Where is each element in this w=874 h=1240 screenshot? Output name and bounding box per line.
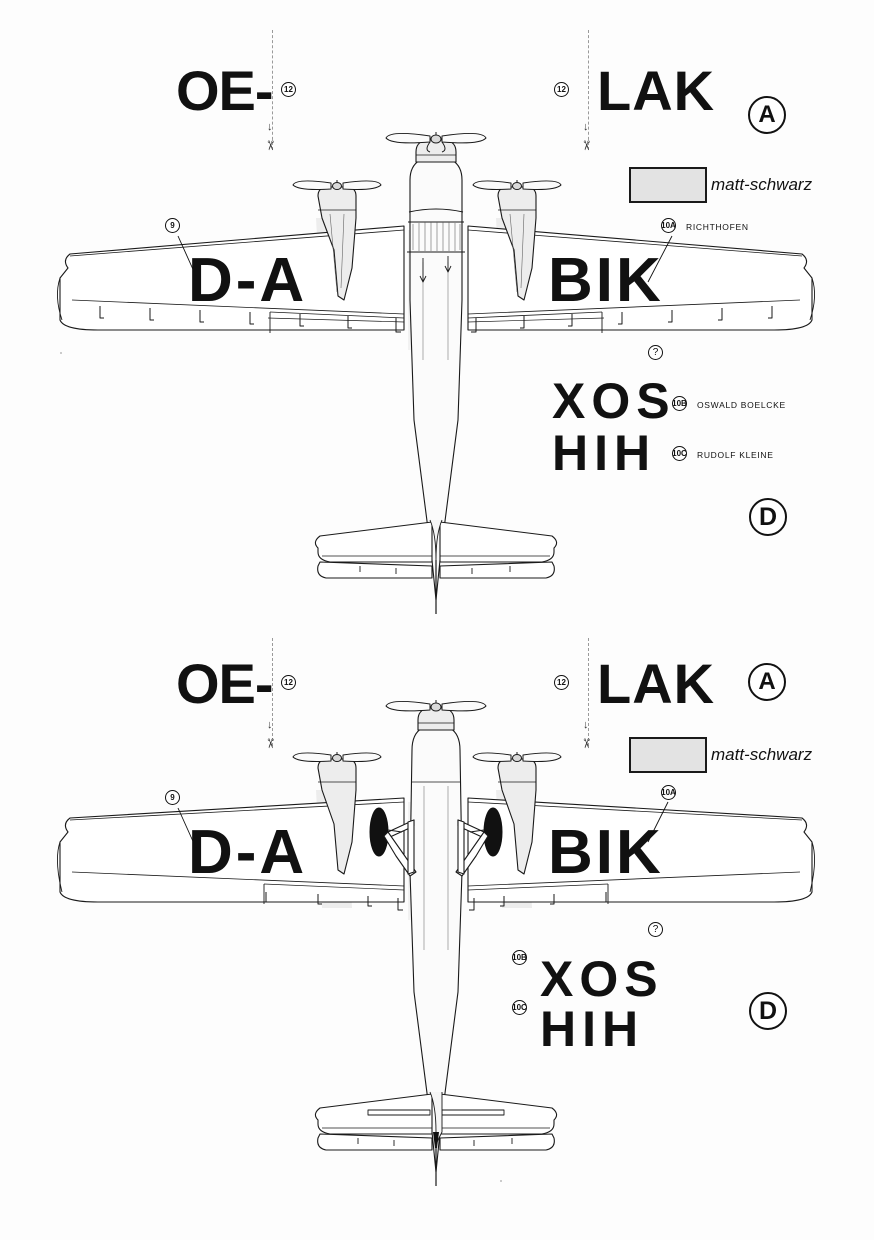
aircraft-bottom-view	[57, 700, 815, 1186]
view-bottom-panel: ↓ ✂ ↓ ✂ OE- 12 12 LAK A matt-schwarz	[0, 620, 874, 1240]
alt-code-line-1: XOS	[552, 373, 676, 429]
cut-arrow-left: ↓	[267, 121, 273, 133]
print-speck	[60, 352, 62, 354]
callout-12-right: 12	[554, 82, 569, 97]
wing-registration-right: BIK	[548, 246, 664, 315]
cut-arrow-right-2: ↓	[583, 719, 589, 731]
alt-code-line-1-2: XOS	[540, 951, 664, 1007]
callout-question-2: ?	[648, 922, 663, 937]
registration-prefix-left-2: OE-	[176, 652, 274, 715]
callout-9-2: 9	[165, 790, 180, 805]
color-swatch	[629, 167, 707, 203]
view-badge-a-2: A	[748, 663, 786, 701]
color-swatch-2	[629, 737, 707, 773]
registration-suffix-right: LAK	[597, 59, 716, 122]
alt-code-line-2: HIH	[552, 425, 657, 481]
cut-line-left-2	[272, 638, 273, 746]
callout-question: ?	[648, 345, 663, 360]
callout-9: 9	[165, 218, 180, 233]
view-top-panel: ↓ ✂ ↓ ✂ OE- 12 12 LAK A matt-schwarz	[57, 30, 815, 614]
callout-10a: 10A	[661, 218, 676, 233]
view-badge-d-2: D	[749, 992, 787, 1030]
registration-suffix-right-2: LAK	[597, 652, 716, 715]
callout-12-left: 12	[281, 82, 296, 97]
callout-10b: 10B	[672, 396, 687, 411]
color-swatch-label: matt-schwarz	[711, 175, 813, 194]
callout-10b-2: 10B	[512, 950, 527, 965]
cut-arrow-left-2: ↓	[267, 719, 273, 731]
view-badge-d: D	[749, 498, 787, 536]
annotation-oswald-boelcke: OSWALD BOELCKE	[697, 400, 786, 410]
annotation-rudolf-kleine: RUDOLF KLEINE	[697, 450, 774, 460]
callout-10c: 10C	[672, 446, 687, 461]
wing-registration-right-2: BIK	[548, 818, 664, 887]
callout-12-right-2: 12	[554, 675, 569, 690]
callout-10a-2: 10A	[661, 785, 676, 800]
cut-line-right-2	[588, 638, 589, 746]
cut-line-left	[272, 30, 273, 150]
annotation-richthofen: RICHTHOFEN	[686, 222, 749, 232]
aircraft-top-view	[57, 132, 815, 614]
color-swatch-label-2: matt-schwarz	[711, 745, 813, 764]
print-speck-2	[500, 1180, 502, 1182]
alt-code-line-2-2: HIH	[540, 1001, 645, 1057]
registration-prefix-left: OE-	[176, 59, 274, 122]
callout-10c-2: 10C	[512, 1000, 527, 1015]
view-badge-a: A	[748, 96, 786, 134]
wing-registration-left-2: D-A	[188, 818, 308, 887]
cut-line-right	[588, 30, 589, 150]
cut-arrow-right: ↓	[583, 121, 589, 133]
wing-registration-left: D-A	[188, 246, 308, 315]
callout-12-left-2: 12	[281, 675, 296, 690]
